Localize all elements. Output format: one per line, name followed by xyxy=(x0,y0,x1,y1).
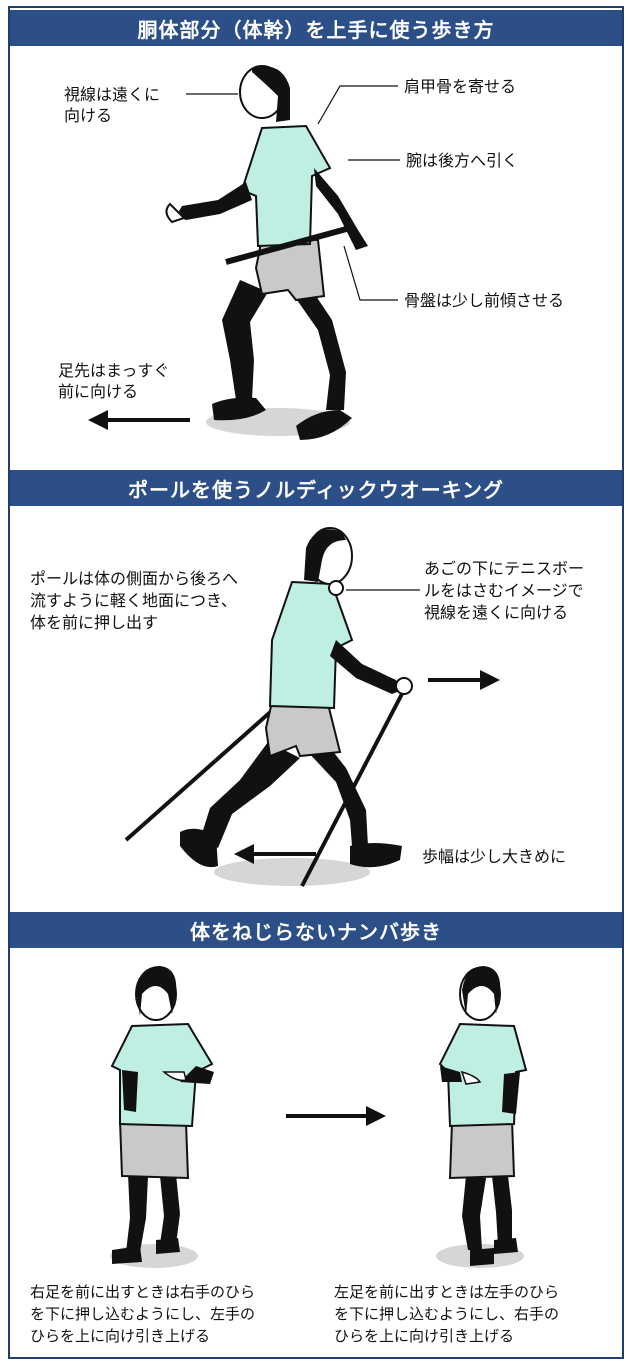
nordic-walker-figure xyxy=(124,527,500,887)
arm-label: 腕は後方へ引く xyxy=(406,151,519,170)
gaze-label-line1: 視線は遠くに xyxy=(64,85,161,104)
right-step-label-line3: ひらを上に向け引き上げる xyxy=(30,1327,211,1345)
namba-walker-right xyxy=(110,966,214,1268)
left-step-label-line3: ひらを上に向け引き上げる xyxy=(334,1327,515,1345)
section-1-title: 胴体部分（体幹）を上手に使う歩き方 xyxy=(10,10,622,46)
left-step-label-line2: を下に押し込むようにし、右手の xyxy=(334,1305,560,1323)
toe-label-line1: 足先はまっすぐ xyxy=(58,361,170,380)
toe-label-line2: 前に向ける xyxy=(58,382,139,401)
chin-label-line3: 視線を遠くに向ける xyxy=(424,603,569,622)
right-step-label-line2: を下に押し込むようにし、左手の xyxy=(30,1305,256,1323)
namba-walker-left xyxy=(436,966,528,1268)
walker-figure xyxy=(88,65,368,440)
left-step-label-line1: 左足を前に出すときは左手のひら xyxy=(334,1283,560,1301)
stride-label: 歩幅は少し大きめに xyxy=(422,847,567,866)
pelvis-label: 骨盤は少し前傾させる xyxy=(404,291,565,310)
pole-label-line3: 体を前に押し出す xyxy=(30,613,159,632)
figure-frame xyxy=(8,6,624,1359)
right-step-label-line1: 右足を前に出すときは右手のひら xyxy=(30,1283,256,1301)
chin-label-line1: あごの下にテニスボー xyxy=(424,559,585,578)
pole-label-line2: 流すように軽く地面につき、 xyxy=(30,591,237,610)
section-2-title: ポールを使うノルディックウオーキング xyxy=(10,470,622,506)
pole-label-line1: ポールは体の側面から後ろへ xyxy=(30,569,239,588)
shoulder-label: 肩甲骨を寄せる xyxy=(404,77,517,96)
section-3-title: 体をねじらないナンバ歩き xyxy=(10,912,622,948)
chin-label-line2: ルをはさむイメージで xyxy=(424,581,584,600)
gaze-label-line2: 向ける xyxy=(64,106,113,125)
